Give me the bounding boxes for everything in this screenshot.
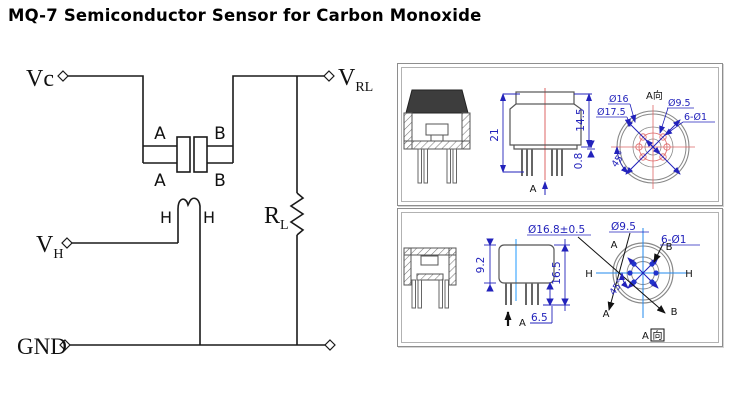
view-name-label: A向 xyxy=(646,89,663,102)
bottom-panel-drawing: 9.2 16.5 xyxy=(403,221,700,342)
section-arrow-label: A xyxy=(530,184,537,195)
label-vrl-sub: RL xyxy=(355,80,373,95)
terminal-gnd-left-diamond xyxy=(59,339,71,351)
label-rl-base: R xyxy=(264,203,280,229)
label-a-bottom: A xyxy=(154,171,166,191)
dim-9-2 xyxy=(484,238,496,292)
label-b-top: B xyxy=(214,124,226,144)
pins xyxy=(521,149,563,176)
sensor-cap-dark xyxy=(405,89,469,114)
bottom-panel: 9.2 16.5 xyxy=(397,208,723,347)
label-vh-base: V xyxy=(36,232,54,258)
angle-arc xyxy=(618,272,629,289)
dim-21 xyxy=(500,93,524,173)
dim-14-5-text: 14.5 xyxy=(575,108,587,131)
terminal-gnd-right-diamond xyxy=(324,339,336,351)
label-a-top: A xyxy=(154,124,166,144)
top-section-view xyxy=(403,89,471,184)
dia-pin-circle-label: Ø9.5 xyxy=(611,221,636,233)
bottom-bottom-view: Ø16.8±0.5 Ø9.5 6-Ø1 45° A B H H A B xyxy=(527,221,700,342)
section-arrow-label: A xyxy=(519,318,526,329)
label-rl: RL xyxy=(264,203,289,233)
page-title: MQ-7 Semiconductor Sensor for Carbon Mon… xyxy=(8,6,482,25)
dim-6-5-text: 6.5 xyxy=(531,312,548,324)
terminal-vh-diamond xyxy=(61,237,73,249)
view-name-box xyxy=(650,328,665,342)
inner-element xyxy=(425,123,449,136)
terminal-vrl-diamond xyxy=(323,70,335,82)
dim-16-5-text: 16.5 xyxy=(551,261,563,284)
dim-0-8-text: 0.8 xyxy=(573,153,585,170)
top-panel-drawing: 21 14.5 0.8 A xyxy=(403,88,715,195)
heater-coil xyxy=(177,197,201,345)
label-vrl-base: V xyxy=(338,65,356,91)
dia-outer-label: Ø16.8±0.5 xyxy=(528,224,585,236)
top-bottom-view: Ø16 Ø17.5 Ø9.5 6-Ø1 45° A向 xyxy=(596,89,715,189)
bottom-section-view xyxy=(403,247,457,309)
label-vh: VH xyxy=(36,232,63,262)
dia-pin-circle-label: Ø9.5 xyxy=(668,98,691,109)
inner-element xyxy=(420,255,439,266)
label-rl-sub: L xyxy=(280,218,289,233)
view-name-dir: 向 xyxy=(653,329,663,342)
circuit-wires xyxy=(68,75,326,346)
pin-b-bottom: B xyxy=(671,307,678,318)
terminal-diamonds xyxy=(57,70,336,351)
label-vc: Vc xyxy=(26,66,54,92)
dim-21-text: 21 xyxy=(489,128,501,141)
electrode-labels: A B A B H H xyxy=(154,124,226,227)
top-front-view: 21 14.5 0.8 A xyxy=(489,88,595,195)
dim-0-8 xyxy=(587,140,595,158)
dim-9-2-text: 9.2 xyxy=(475,257,487,274)
label-vrl: VRL xyxy=(338,65,373,95)
dia-outer-label: Ø16 xyxy=(609,94,629,105)
label-h-left: H xyxy=(160,208,172,227)
label-vh-sub: H xyxy=(53,247,63,262)
dia-flange-label: Ø17.5 xyxy=(597,107,626,118)
pin-a-bottom: A xyxy=(603,309,610,320)
pins xyxy=(411,279,449,309)
dim-6-5 xyxy=(530,281,554,324)
label-h-right: H xyxy=(203,208,215,227)
pin-holes-label: 6-Ø1 xyxy=(661,234,686,246)
pin-h-right: H xyxy=(685,269,693,280)
sensor-electrodes xyxy=(176,136,208,173)
top-panel: 21 14.5 0.8 A xyxy=(397,63,723,206)
dim-14-5 xyxy=(574,93,592,148)
pin-a-top: A xyxy=(611,240,618,251)
pin-dots xyxy=(627,261,659,285)
pin-letter-labels: A B H H A B xyxy=(585,240,693,320)
pin-b-top: B xyxy=(666,242,673,253)
dim-16-5 xyxy=(543,239,570,311)
label-b-bottom: B xyxy=(214,171,226,191)
pin-holes-label: 6-Ø1 xyxy=(684,112,707,123)
pins xyxy=(505,283,539,305)
terminal-vc-diamond xyxy=(57,70,69,82)
angle-arc xyxy=(613,146,629,174)
bottom-front-view: 16.5 6.5 A xyxy=(498,239,570,329)
circuit-schematic: Vc VRL VH GND RL A B A B H H xyxy=(17,65,373,359)
angle-label: 45° xyxy=(610,150,629,170)
pin-h-left: H xyxy=(585,269,593,280)
pins xyxy=(417,148,457,184)
label-gnd: GND xyxy=(17,334,67,359)
view-name-a: A xyxy=(642,331,649,342)
